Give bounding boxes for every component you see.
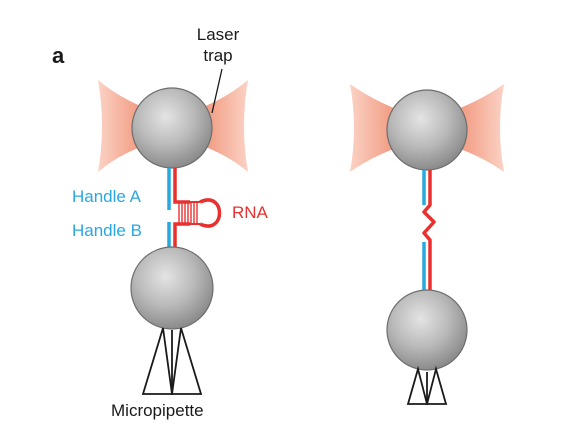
rna-hairpin-loop — [199, 198, 222, 228]
laser-beam-left — [350, 84, 416, 172]
laser-trap-label-line1: Laser — [196, 25, 240, 44]
rna-label: RNA — [232, 203, 268, 222]
pipette-bead — [386, 289, 468, 371]
right-construct — [350, 84, 504, 405]
handle-a-label: Handle A — [72, 187, 141, 206]
unfolded-rna-strand — [422, 170, 436, 292]
handle-b-label: Handle B — [72, 221, 142, 240]
laser-beam-left — [98, 80, 162, 172]
rna-hairpin-stem-edges — [176, 201, 200, 225]
trapped-bead — [131, 87, 213, 169]
left-construct — [98, 68, 248, 395]
micropipette — [141, 327, 203, 395]
laser-beam-right — [438, 84, 504, 172]
laser-beam-right — [184, 80, 248, 172]
micropipette — [406, 365, 448, 405]
rna-hairpin-stem — [178, 202, 198, 224]
handle-a-rna-strand — [173, 168, 190, 204]
handle-b-rna-strand — [173, 222, 190, 250]
micropipette-label: Micropipette — [111, 401, 204, 420]
laser-trap-label: Laser trap — [188, 24, 248, 66]
pipette-bead — [130, 246, 214, 330]
trapped-bead — [386, 89, 468, 171]
laser-label-leader — [211, 68, 223, 114]
laser-trap-label-line2: trap — [203, 46, 233, 65]
panel-label: a — [52, 43, 65, 68]
